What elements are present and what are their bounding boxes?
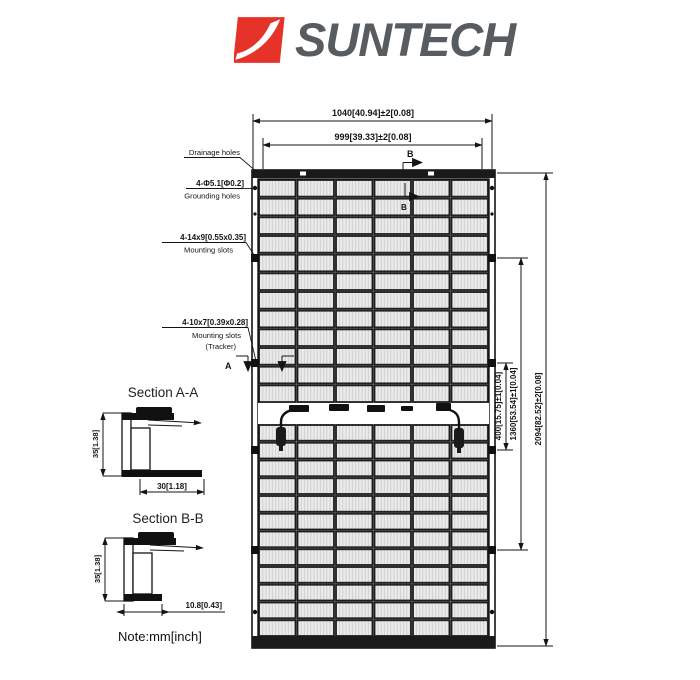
section-b-title: Section B-B — [132, 511, 203, 526]
marker-a-letter: A — [225, 361, 232, 371]
dimension-inner-width: 999[39.33]±2[0.08] — [262, 132, 483, 169]
profile-wall — [121, 412, 132, 477]
mounting-qty-label: 4-14x9[0.55x0.35] — [180, 233, 246, 242]
suntech-logo-text: SUNTECH — [295, 13, 516, 66]
profile-clamp — [136, 407, 172, 414]
mounting-slot-marks — [251, 254, 496, 554]
units-note: Note:mm[inch] — [118, 629, 202, 644]
frame-top-bar — [252, 170, 495, 178]
dim-inner-width-text: 999[39.33]±2[0.08] — [335, 132, 412, 142]
profile-wall — [123, 537, 134, 602]
junction-box — [401, 406, 413, 411]
suntech-logo-mark-icon — [234, 17, 285, 63]
drainage-holes — [300, 171, 434, 176]
profile-bottom-flange — [124, 594, 162, 601]
frame-bottom-bar — [252, 636, 495, 648]
dim-top-width-text: 1040[40.94]±2[0.08] — [332, 108, 414, 118]
callout-grounding: 4-Φ5.1[Φ0.2] Grounding holes — [184, 179, 254, 201]
tracker-qty-label: 4-10x7[0.39x0.28] — [182, 318, 248, 327]
section-a-detail: Section A-A 35[1.38] 30[1.18] — [91, 385, 205, 495]
section-marker-a: A — [225, 355, 294, 373]
tracker-sub-label: (Tracker) — [205, 342, 236, 351]
section-a-height-text: 35[1.38] — [91, 429, 100, 458]
profile-bottom-flange — [122, 470, 202, 477]
tracker-label: Mounting slots — [192, 331, 241, 340]
drainage-label: Drainage holes — [189, 148, 240, 157]
module-rear-view — [251, 169, 496, 649]
callout-drainage: Drainage holes — [184, 148, 258, 173]
section-b-flange-text: 10.8[0.43] — [186, 601, 223, 610]
grounding-qty-label: 4-Φ5.1[Φ0.2] — [196, 179, 244, 188]
mounting-label: Mounting slots — [184, 246, 233, 255]
dim-mount-long-text: 1360[53.54]±1[0.04] — [509, 367, 518, 440]
section-b-height-text: 35[1.38] — [93, 554, 102, 583]
marker-b-letter: B — [401, 203, 407, 212]
section-marker-b-top: B — [402, 149, 424, 172]
connector-left-tip — [279, 446, 283, 451]
section-b-detail: Section B-B 35[1.38] 10.8[0.43] Note:mm[… — [93, 511, 225, 644]
callout-mounting-slots: 4-14x9[0.55x0.35] Mounting slots — [162, 233, 257, 259]
suntech-logo: SUNTECH — [234, 13, 516, 66]
dimension-mount-spacing-long: 1360[53.54]±1[0.04] — [497, 257, 528, 551]
cable-left — [279, 407, 299, 428]
cell-grid-top — [258, 179, 489, 403]
junction-box-area — [258, 403, 489, 453]
dimension-mount-spacing-tracker: 400[15.75]±1[0.04] — [494, 362, 513, 451]
connector-right-tip — [457, 448, 461, 453]
profile-chamber — [132, 552, 153, 595]
section-a-title: Section A-A — [128, 385, 199, 400]
profile-top-flange — [124, 538, 176, 545]
profile-clamp — [138, 532, 174, 539]
callout-tracker-slots: 4-10x7[0.39x0.28] Mounting slots (Tracke… — [162, 318, 257, 362]
section-a-width-text: 30[1.18] — [157, 482, 187, 491]
connector-right — [454, 428, 464, 448]
connector-left — [276, 427, 286, 446]
logo-swoosh — [235, 19, 281, 60]
grounding-hole-marks — [252, 185, 495, 615]
marker-b-letter: B — [407, 149, 414, 159]
dim-mount-tracker-text: 400[15.75]±1[0.04] — [494, 371, 503, 440]
cable-right — [445, 407, 461, 429]
dimension-overall-height: 2094[82.52]±2[0.08] — [497, 172, 553, 647]
section-marker-b-inner: B — [401, 183, 421, 212]
dimension-top-width: 1040[40.94]±2[0.08] — [252, 108, 493, 169]
dim-overall-height-text: 2094[82.52]±2[0.08] — [534, 372, 543, 445]
junction-box — [329, 404, 349, 411]
grounding-label: Grounding holes — [184, 192, 240, 201]
cell-grid-bottom — [258, 424, 489, 637]
profile-top-flange — [122, 413, 174, 420]
junction-box — [367, 405, 385, 412]
profile-chamber — [130, 427, 151, 471]
